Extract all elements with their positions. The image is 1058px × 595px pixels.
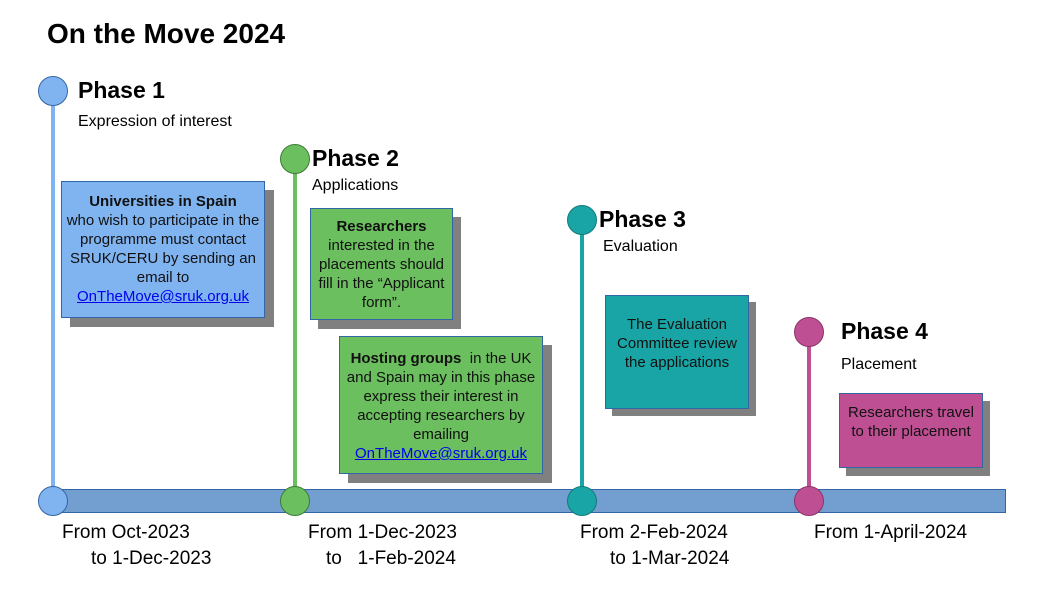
- card-bold-text: Universities in Spain: [89, 193, 237, 210]
- card-text: who wish to participate in the programme…: [66, 212, 260, 286]
- timeline-bar: [53, 489, 1006, 513]
- phase3-title: Phase 3: [599, 206, 686, 232]
- phase4-top-marker-icon: [794, 317, 824, 347]
- card-bold-text: Researchers: [336, 218, 427, 235]
- phase2-title: Phase 2: [312, 145, 399, 171]
- phase3-timeline-marker-icon: [567, 486, 597, 516]
- page-title: On the Move 2024: [47, 18, 286, 49]
- phase3-date-to: to 1-Mar-2024: [610, 548, 730, 569]
- phase2-subtitle: Applications: [312, 177, 399, 194]
- phase4-subtitle: Placement: [841, 356, 917, 373]
- phase3-date-from: From 2-Feb-2024: [580, 522, 728, 543]
- phase2-date-to: to 1-Feb-2024: [326, 548, 456, 569]
- card-text: interested in the placements should fill…: [318, 237, 445, 311]
- phase3-top-marker-icon: [567, 205, 597, 235]
- phase3-subtitle: Evaluation: [603, 238, 678, 255]
- phase1-stem: [51, 100, 55, 495]
- phase2-card2: Hosting groups in the UK and Spain may i…: [339, 336, 543, 474]
- phase1-card: Universities in Spain who wish to partic…: [61, 181, 265, 318]
- phase1-timeline-marker-icon: [38, 486, 68, 516]
- phase4-date-from: From 1-April-2024: [814, 522, 968, 543]
- card-text: The Evaluation Committee review the appl…: [616, 316, 738, 371]
- card-bold-text: Hosting groups: [350, 350, 462, 367]
- phase4-stem: [807, 340, 811, 495]
- phase2-top-marker-icon: [280, 144, 310, 174]
- phase3-card: The Evaluation Committee review the appl…: [605, 295, 749, 409]
- phase4-timeline-marker-icon: [794, 486, 824, 516]
- phase1-date-to: to 1-Dec-2023: [91, 548, 212, 569]
- card-text: Researchers travel to their placement: [848, 404, 974, 440]
- phase2-card1: Researchers interested in the placements…: [310, 208, 453, 320]
- phase1-date-from: From Oct-2023: [62, 522, 190, 543]
- phase2-stem: [293, 170, 297, 495]
- phase2-date-from: From 1-Dec-2023: [308, 522, 457, 543]
- phase2-timeline-marker-icon: [280, 486, 310, 516]
- phase4-title: Phase 4: [841, 318, 928, 344]
- phase1-top-marker-icon: [38, 76, 68, 106]
- phase4-card: Researchers travel to their placement: [839, 393, 983, 468]
- phase1-subtitle: Expression of interest: [78, 113, 232, 130]
- email-link[interactable]: OnTheMove@sruk.org.uk: [355, 445, 527, 462]
- email-link[interactable]: OnTheMove@sruk.org.uk: [77, 288, 249, 305]
- phase3-stem: [580, 230, 584, 495]
- card-text: in the UK and Spain may in this phase ex…: [346, 350, 536, 443]
- phase1-title: Phase 1: [78, 77, 165, 103]
